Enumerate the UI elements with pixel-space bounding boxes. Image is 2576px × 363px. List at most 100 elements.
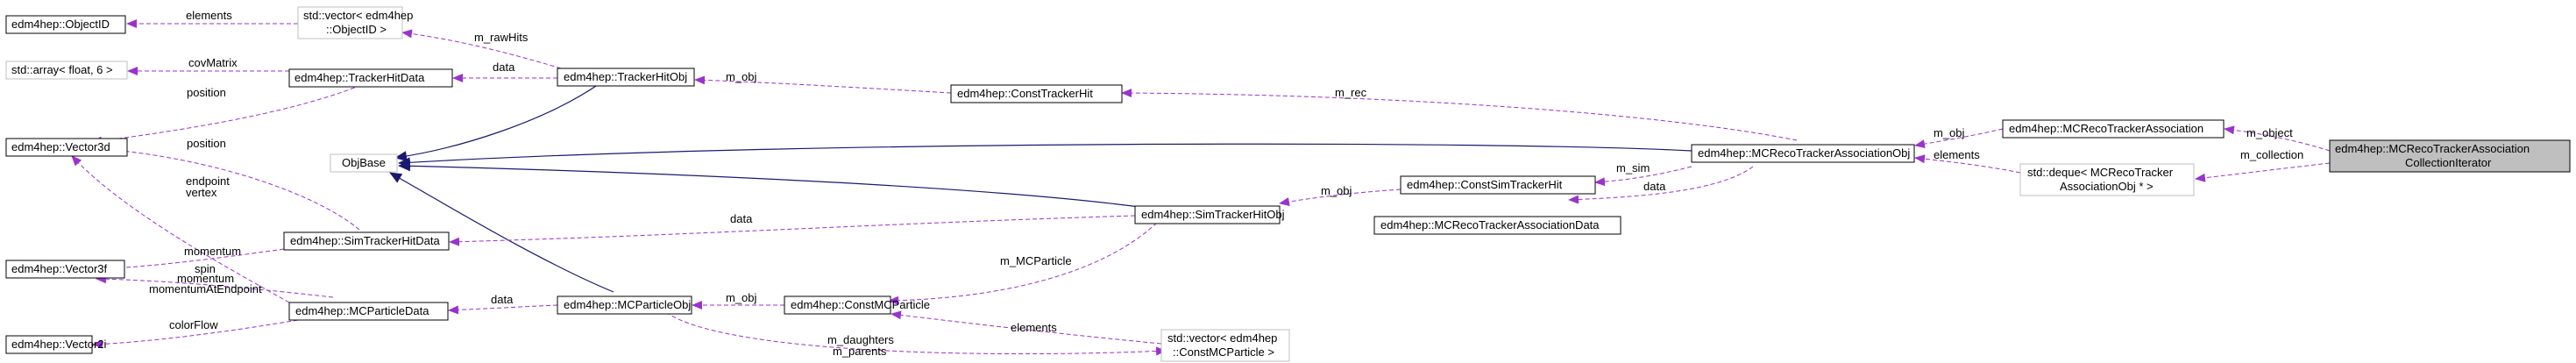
edge-label: data <box>493 60 515 74</box>
node-label: edm4hep::ConstSimTrackerHit <box>1407 178 1563 191</box>
node-constmcparticle[interactable]: edm4hep::ConstMCParticle <box>784 295 930 315</box>
node-vector-objectid[interactable]: std::vector< edm4hep ::ObjectID > <box>297 6 413 39</box>
node-label: edm4hep::TrackerHitData <box>295 71 425 84</box>
node-vector-constmcparticle[interactable]: std::vector< edm4hep ::ConstMCParticle > <box>1160 329 1290 362</box>
edge-label: momentum <box>177 272 234 285</box>
edge-iterator-to-association <box>2224 125 2331 152</box>
edge-trackerhitobj-objbase <box>394 82 602 162</box>
node-vector3f[interactable]: edm4hep::Vector3f <box>5 260 125 279</box>
edge-label: m_obj <box>726 70 757 83</box>
edge-constsimtrackerhit-to-simtrackerhitobj <box>1279 189 1402 207</box>
edge-label: m_daughters <box>827 333 894 346</box>
edge-label: elements <box>1011 321 1057 334</box>
edge-assocobj-to-associationdata <box>1568 166 1754 204</box>
edge-simtrackerhitobj-objbase <box>398 160 1140 208</box>
node-label: edm4hep::MCRecoTrackerAssociation <box>2335 142 2530 155</box>
node-simtrackerhitdata[interactable]: edm4hep::SimTrackerHitData <box>283 231 450 251</box>
node-vector3d[interactable]: edm4hep::Vector3d <box>5 138 128 157</box>
node-label: edm4hep::MCRecoTrackerAssociationData <box>1380 218 1600 231</box>
node-trackerhitobj[interactable]: edm4hep::TrackerHitObj <box>557 68 695 87</box>
node-label: AssociationObj * > <box>2060 180 2154 193</box>
edge-label: spin <box>195 262 216 275</box>
node-mcrecotrackerassociationobj[interactable]: edm4hep::MCRecoTrackerAssociationObj <box>1691 144 1915 163</box>
node-label: edm4hep::TrackerHitObj <box>564 70 687 83</box>
edge-label: data <box>491 293 514 306</box>
edge-label: m_rec <box>1335 86 1367 99</box>
edge-label: m_obj <box>726 291 757 304</box>
node-label: std::vector< edm4hep <box>303 9 413 22</box>
inheritance-edges <box>389 82 1692 293</box>
edge-mcparticledata-to-vector3f <box>96 274 334 298</box>
node-objectid[interactable]: edm4hep::ObjectID <box>5 15 126 34</box>
edge-mcparticleobj-objbase <box>389 172 614 293</box>
node-label: edm4hep::SimTrackerHitData <box>290 234 441 247</box>
node-label: ObjBase <box>342 156 386 169</box>
node-label: std::deque< MCRecoTracker <box>2027 166 2174 179</box>
edge-assocobj-to-constsimtrackerhit <box>1594 166 1692 187</box>
node-label: edm4hep::Vector3f <box>11 262 108 275</box>
node-deque-assocobj[interactable]: std::deque< MCRecoTracker AssociationObj… <box>2019 163 2195 196</box>
edge-label: m_rawHits <box>474 31 529 44</box>
node-label: edm4hep::MCRecoTrackerAssociation <box>2009 122 2203 135</box>
edge-label: colorFlow <box>169 318 218 331</box>
edge-label: position <box>187 137 226 150</box>
node-label: CollectionIterator <box>2405 156 2492 169</box>
edge-mcparticledata-to-vector2i <box>92 319 299 349</box>
node-objbase[interactable]: ObjBase <box>330 153 398 173</box>
edge-deque-to-assocobj <box>1914 154 2021 174</box>
node-simtrackerhitobj[interactable]: edm4hep::SimTrackerHitObj <box>1134 205 1285 224</box>
edge-label: m_parents <box>833 345 887 358</box>
node-label: ::ObjectID > <box>326 23 387 36</box>
edge-consttrackerhit-to-trackerhitobj <box>694 75 952 94</box>
member-edges <box>71 19 2331 356</box>
node-consttrackerhit[interactable]: edm4hep::ConstTrackerHit <box>950 84 1123 103</box>
edge-label: vertex <box>186 186 217 199</box>
edge-label: data <box>1643 180 1666 193</box>
node-label: edm4hep::ConstMCParticle <box>791 298 930 311</box>
edge-trackerhitobj-to-vector-objectid <box>401 29 562 69</box>
edge-label: endpoint <box>186 174 230 188</box>
node-trackerhitdata[interactable]: edm4hep::TrackerHitData <box>288 68 453 88</box>
node-mcrecotrackerassociation[interactable]: edm4hep::MCRecoTrackerAssociation <box>2002 119 2225 139</box>
node-label: std::vector< edm4hep <box>1167 331 1277 345</box>
edge-label: m_MCParticle <box>1000 254 1072 267</box>
edge-label: m_obj <box>1321 184 1352 197</box>
edge-simtrackerhitobj-to-constmcparticle <box>888 222 1158 305</box>
edge-simtrackerhitobj-to-simtrackerhitdata <box>449 215 1136 246</box>
edge-trackerhitdata-to-vector3d <box>91 84 362 146</box>
edge-label: elements <box>1934 148 1980 161</box>
node-mcparticledata[interactable]: edm4hep::MCParticleData <box>288 302 449 321</box>
edge-label: position <box>187 86 226 99</box>
edge-assocobj-to-consttrackerhit <box>1121 89 1798 141</box>
edge-label: m_sim <box>1616 161 1650 174</box>
edge-label: elements <box>186 9 232 22</box>
edge-simtrackerhitdata-to-vector3f <box>100 248 285 274</box>
node-label: edm4hep::MCRecoTrackerAssociationObj <box>1698 146 1910 160</box>
edge-iterator-to-deque <box>2195 162 2331 182</box>
edge-vector-constmc-to-constmcparticle <box>891 310 1162 345</box>
node-constsimtrackerhit[interactable]: edm4hep::ConstSimTrackerHit <box>1400 175 1596 195</box>
node-mcparticleobj[interactable]: edm4hep::MCParticleObj <box>557 295 692 315</box>
node-label: edm4hep::MCParticleObj <box>564 298 691 311</box>
edge-label: m_collection <box>2240 148 2303 161</box>
node-label: std::array< float, 6 > <box>11 63 113 76</box>
edge-mcrecotrackerassociationobj-objbase <box>398 143 1692 168</box>
edge-association-to-assocobj <box>1914 128 2004 149</box>
node-label: edm4hep::MCParticleData <box>295 304 429 317</box>
node-label: edm4hep::ObjectID <box>11 18 110 31</box>
node-mcrecotrackerassociationdata[interactable]: edm4hep::MCRecoTrackerAssociationData <box>1373 216 1622 235</box>
edge-mcparticleobj-to-vector-constmc <box>665 311 1167 356</box>
nodes: edm4hep::ObjectID std::vector< edm4hep :… <box>5 6 2571 362</box>
node-array-float[interactable]: std::array< float, 6 > <box>5 60 128 80</box>
node-label: edm4hep::SimTrackerHitObj <box>1141 208 1285 221</box>
edge-labels: elements m_rawHits covMatrix data positi… <box>149 9 2303 358</box>
edge-label: m_obj <box>1934 126 1965 139</box>
node-mcrecotrackerassociation-collectioniterator[interactable]: edm4hep::MCRecoTrackerAssociation Collec… <box>2329 139 2571 173</box>
edge-label: momentum <box>184 245 241 258</box>
edge-label: m_object <box>2246 126 2293 139</box>
edge-label: data <box>730 212 753 225</box>
node-vector2i[interactable]: edm4hep::Vector2i <box>5 335 107 354</box>
edge-label: momentumAtEndpoint <box>149 282 262 295</box>
edge-mcparticleobj-to-mcparticledata <box>448 304 558 315</box>
